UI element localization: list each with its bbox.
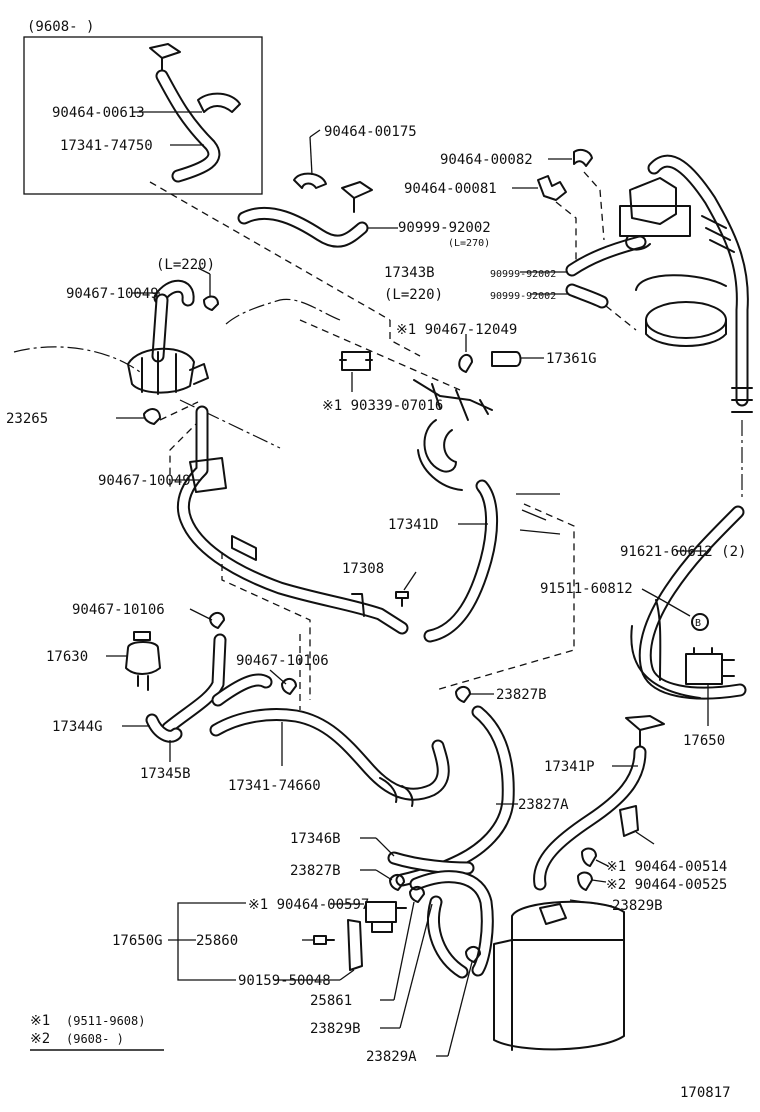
part-25861: 90159-50048 xyxy=(238,973,331,989)
part-90467-10049-left: 23265 xyxy=(6,411,48,427)
part-23829B-b: 23829A xyxy=(366,1049,417,1065)
inset-box: (9608- ) 90464-00613 17341-74750 xyxy=(23,19,263,195)
part-90999-92002-top: 90999-92002 xyxy=(398,220,491,236)
part-90464-00175: 90464-00175 xyxy=(324,124,417,140)
part-17343B: 90467-10049 xyxy=(66,286,159,302)
part-length-270: (L=270) xyxy=(448,238,490,249)
part-23827B-lower: 23827B xyxy=(290,863,341,879)
part-90159-50048: 25860 xyxy=(196,933,238,949)
engine-outline xyxy=(13,298,575,691)
part-90467-10049-top: (L=220) xyxy=(156,257,215,273)
part-length-220-a: 90999-92002 xyxy=(490,269,556,280)
part-17650G: ※1 90464-00597 xyxy=(248,897,369,913)
part-23827B-top: 23827B xyxy=(496,687,547,703)
part-17345B: 17345B xyxy=(140,766,191,782)
part-90464-00597: 23829B xyxy=(612,898,663,914)
part-17341P: 17341P xyxy=(544,759,595,775)
part-17346B: 17346B xyxy=(290,831,341,847)
part-90467-12049: ※1 90467-12049 xyxy=(396,322,517,338)
part-90999-92002-mid: 17343B xyxy=(384,265,435,281)
part-23829B-a: 25861 xyxy=(310,993,352,1009)
part-90999-92002-low: (L=220) xyxy=(384,287,443,303)
part-23265: ※1 90339-07016 xyxy=(322,398,443,414)
part-90467-10106-right: 90467-10106 xyxy=(236,653,329,669)
upper-right-parts: 90464-00082 90464-00081 17343B 90999-920… xyxy=(384,149,753,500)
part-90467-10106-left: 90467-10106 xyxy=(72,602,165,618)
legend-mark-2: ※2 xyxy=(30,1031,50,1047)
right-assembly: 91621-60612 (2) 91511-60812 B 17650 xyxy=(540,505,747,749)
part-17344G: 17344G xyxy=(52,719,103,735)
part-90464-00613: 90464-00613 xyxy=(52,105,145,121)
part-90464-00082: 90464-00082 xyxy=(440,152,533,168)
canister-assembly: 17341P ※1 90464-00514 ※2 90464-00525 238… xyxy=(493,715,727,1051)
part-90464-00081: 90464-00081 xyxy=(404,181,497,197)
legend-mark-1: ※1 xyxy=(30,1013,50,1029)
marker-b: B xyxy=(695,618,701,629)
part-17361G: 90467-10049 xyxy=(98,473,191,489)
part-17650-right: 17650 xyxy=(683,733,725,749)
part-90464-00525: ※2 90464-00525 xyxy=(606,877,727,893)
part-91511-60812: 91511-60812 xyxy=(540,581,633,597)
inset-label: (9608- ) xyxy=(27,19,94,35)
part-25860: 17650G xyxy=(112,933,163,949)
part-17341-74660: 17341-74660 xyxy=(228,778,321,794)
legend-text-1: (9511-9608) xyxy=(66,1014,145,1028)
part-90339-07016: 17361G xyxy=(546,351,597,367)
part-23827A: 23827A xyxy=(518,797,569,813)
part-23829A: 23829B xyxy=(310,1021,361,1037)
part-17630: 17630 xyxy=(46,649,88,665)
legend: ※1 (9511-9608) ※2 (9608- ) xyxy=(30,1013,164,1051)
lower-center-assembly: 23827B 23827A 17346B 23827B 25861 23829B… xyxy=(112,686,569,1065)
hose-17341D: 17341D xyxy=(388,479,499,643)
lower-left-assembly: 90467-10106 17630 90467-10106 17344G 173… xyxy=(46,602,450,807)
part-90464-00514: ※1 90464-00514 xyxy=(606,859,727,875)
upper-center-parts: 90464-00175 90999-92002 (L=270) xyxy=(237,124,491,249)
part-17308: 91621-60612 (2) xyxy=(620,544,746,560)
legend-text-2: (9608- ) xyxy=(66,1032,124,1046)
figure-number: 170817 xyxy=(680,1085,731,1101)
part-17341-74750: 17341-74750 xyxy=(60,138,153,154)
part-91621-60612: 17308 xyxy=(342,561,384,577)
part-length-220-b: 90999-92002 xyxy=(490,291,556,302)
part-17341D: 17341D xyxy=(388,517,439,533)
left-assembly: 90467-10049 (L=220) 23265 90467-10049 17… xyxy=(6,257,597,700)
